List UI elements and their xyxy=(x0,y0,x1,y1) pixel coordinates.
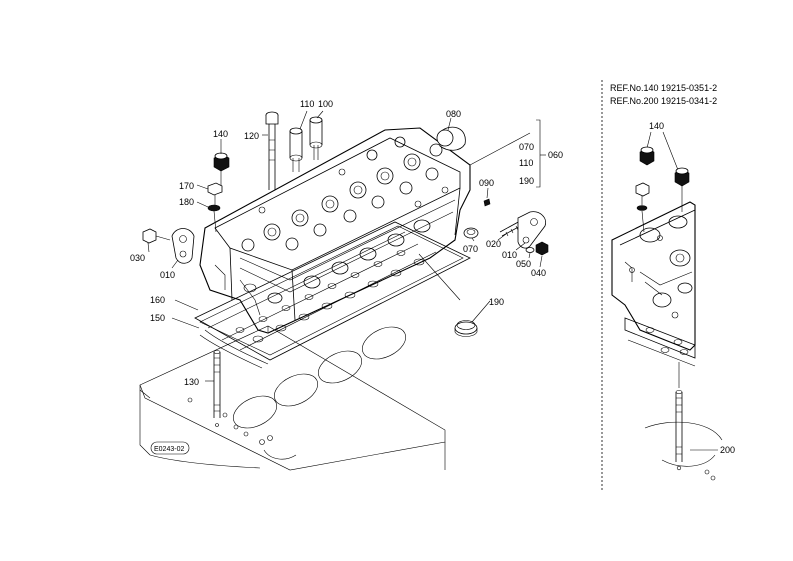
label-160: 160 xyxy=(150,295,165,305)
label-010-left: 010 xyxy=(160,270,175,280)
label-150: 150 xyxy=(150,313,165,323)
label-130: 130 xyxy=(184,377,199,387)
label-180: 180 xyxy=(179,197,194,207)
head-ports xyxy=(241,136,449,252)
label-040: 040 xyxy=(531,268,546,278)
inset-label-140: 140 xyxy=(649,121,664,131)
label-190-side: 190 xyxy=(519,176,534,186)
bolt-030 xyxy=(142,228,171,244)
bracket-010-left xyxy=(171,228,195,264)
cap-070 xyxy=(463,227,479,239)
pin-090 xyxy=(483,198,491,207)
bolt-120 xyxy=(265,111,279,190)
nut-140 xyxy=(213,152,230,186)
side-ports xyxy=(214,219,431,316)
label-070-mid: 070 xyxy=(463,244,478,254)
label-060: 060 xyxy=(548,150,563,160)
label-170: 170 xyxy=(179,181,194,191)
cylinder-head xyxy=(199,127,471,334)
gasket-holes xyxy=(235,250,425,343)
valve-guide-110 xyxy=(289,127,303,172)
label-020: 020 xyxy=(486,239,501,249)
head-gasket xyxy=(194,221,471,369)
label-030: 030 xyxy=(130,253,145,263)
part-labels: 140 120 110 100 080 070 110 190 060 090 … xyxy=(130,99,563,387)
label-090: 090 xyxy=(479,178,494,188)
bracket-010-right xyxy=(517,211,547,249)
stud-130 xyxy=(213,350,221,427)
valve-guide-100 xyxy=(309,116,323,160)
label-010-right: 010 xyxy=(502,250,517,260)
label-140: 140 xyxy=(213,129,228,139)
label-080: 080 xyxy=(446,109,461,119)
label-100: 100 xyxy=(318,99,333,109)
label-050: 050 xyxy=(516,259,531,269)
reference-line-1: REF.No.140 19215-0351-2 xyxy=(610,83,717,93)
inset-label-200: 200 xyxy=(720,445,735,455)
plug-190 xyxy=(454,320,478,337)
leader-lines xyxy=(147,110,546,382)
reference-line-2: REF.No.200 19215-0341-2 xyxy=(610,96,717,106)
reference-inset: REF.No.140 19215-0351-2 REF.No.200 19215… xyxy=(610,83,735,481)
label-120: 120 xyxy=(244,131,259,141)
stamp-label: E0243-02 xyxy=(154,446,184,453)
label-070-top: 070 xyxy=(519,142,534,152)
nut-040 xyxy=(525,241,549,256)
label-190: 190 xyxy=(489,297,504,307)
plug-080 xyxy=(436,126,466,151)
label-110-side: 110 xyxy=(519,158,533,168)
bolt-170 xyxy=(207,182,223,233)
engine-block xyxy=(139,325,446,471)
drawing-stamp: E0243-02 xyxy=(150,441,190,455)
label-110: 110 xyxy=(300,99,314,109)
